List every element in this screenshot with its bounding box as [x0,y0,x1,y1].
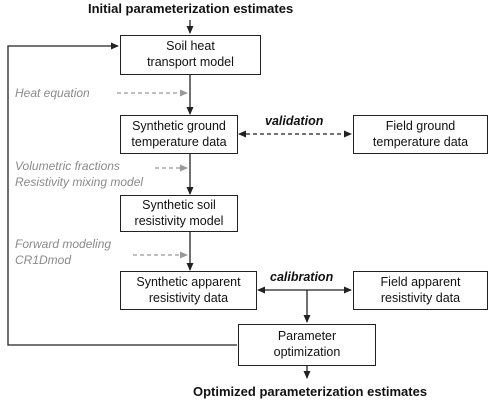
synthetic-soil-resistivity-box: Synthetic soil resistivity model [120,195,238,232]
heat-equation-annotation: Heat equation [15,86,90,100]
calibration-label: calibration [270,270,334,284]
field-apparent-resistivity-box: Field apparent resistivity data [353,271,488,310]
soil-heat-box: Soil heat transport model [120,35,261,75]
top-title: Initial parameterization estimates [88,1,294,16]
validation-label: validation [265,114,324,128]
synthetic-apparent-resistivity-box: Synthetic apparent resistivity data [120,271,257,310]
synthetic-ground-temp-box: Synthetic ground temperature data [120,115,238,154]
field-ground-temp-box: Field ground temperature data [353,115,488,154]
forward-modeling-annotation: Forward modeling CR1Dmod [15,237,112,267]
volumetric-annotation: Volumetric fractions Resistivity mixing … [15,159,144,189]
bottom-title: Optimized parameterization estimates [193,384,428,399]
arrow-feedback-loop [7,42,237,346]
parameter-optimization-box: Parameter optimization [238,324,376,366]
